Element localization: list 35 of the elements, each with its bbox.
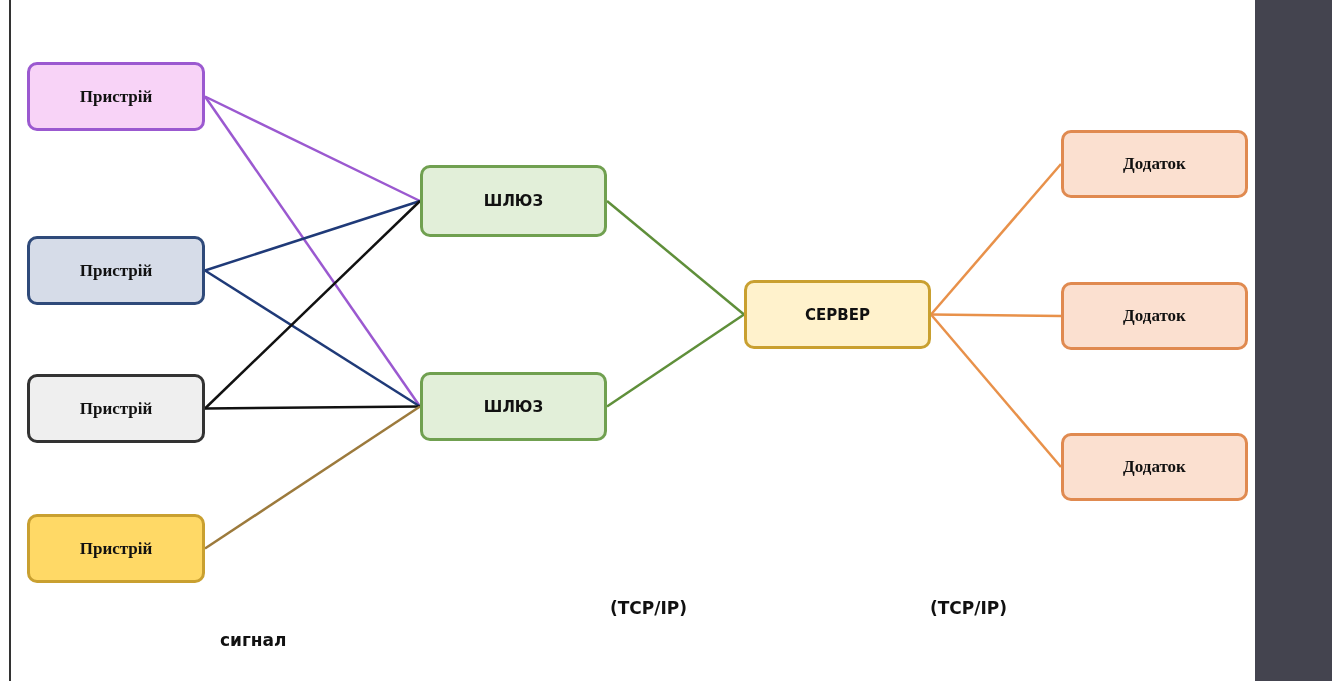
connector-line xyxy=(204,200,421,410)
node-label: Пристрій xyxy=(79,86,153,107)
connector-line xyxy=(204,405,421,550)
node-box xyxy=(1061,130,1248,198)
node-label: Додаток xyxy=(1123,154,1186,174)
connector-line xyxy=(930,163,1062,316)
node-box xyxy=(744,280,931,349)
connector-line xyxy=(606,313,745,408)
network-label: сигнал xyxy=(220,630,287,650)
connector-line xyxy=(204,199,421,272)
node-box xyxy=(1061,433,1248,501)
node-label: Додаток xyxy=(1123,457,1186,477)
node-label: СЕРВЕР xyxy=(805,305,870,324)
node-box xyxy=(27,62,205,131)
node-box xyxy=(27,236,205,305)
connector-line xyxy=(203,95,422,408)
network-label: (TCP/IP) xyxy=(930,598,1008,618)
node-box xyxy=(27,374,205,443)
connector-line xyxy=(204,269,421,408)
network-label: (TCP/IP) xyxy=(610,598,688,618)
connector-line xyxy=(606,200,745,316)
connector-line xyxy=(930,313,1062,468)
node-label: Додаток xyxy=(1123,306,1186,326)
node-label: Пристрій xyxy=(79,538,153,559)
connector-line xyxy=(205,405,420,410)
node-label: ШЛЮЗ xyxy=(483,192,544,210)
connector-line xyxy=(204,95,421,203)
node-label: Пристрій xyxy=(79,260,153,281)
node-box xyxy=(1061,282,1248,350)
node-box xyxy=(420,165,607,237)
node-label: ШЛЮЗ xyxy=(483,397,544,416)
connector-line xyxy=(931,313,1061,318)
node-box xyxy=(420,372,607,441)
node-label: Пристрій xyxy=(79,398,153,419)
node-box xyxy=(27,514,205,583)
